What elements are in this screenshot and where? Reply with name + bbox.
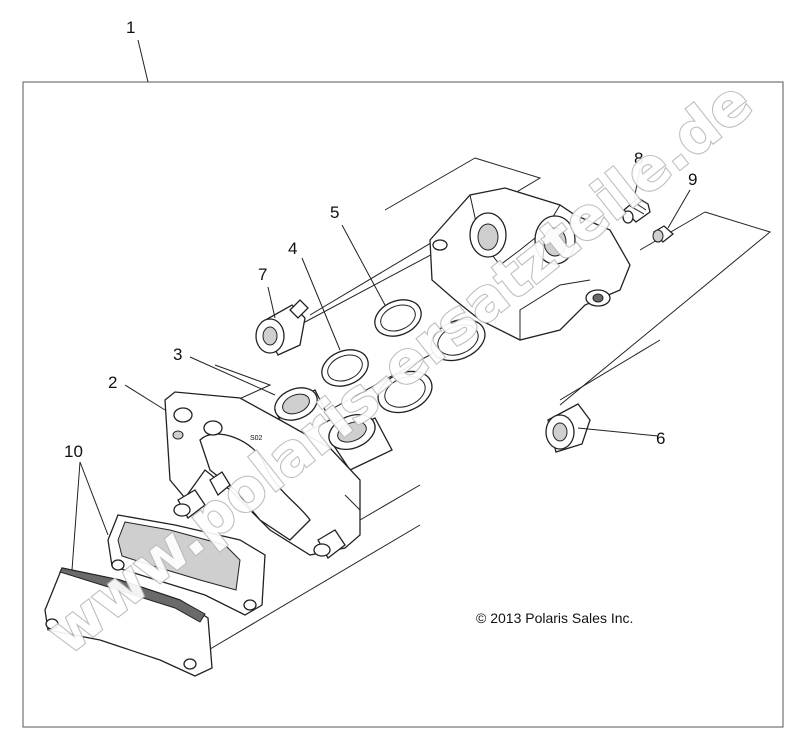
seals-5 (374, 299, 486, 362)
callout-leaders (71, 167, 691, 571)
copyright-text: © 2013 Polaris Sales Inc. (476, 610, 633, 626)
fitting-6 (545, 403, 591, 453)
plug (652, 225, 675, 243)
leader-1 (137, 39, 149, 83)
callout-7: 7 (258, 265, 267, 284)
callout-2: 2 (108, 373, 117, 392)
callout-6: 6 (656, 429, 665, 448)
callout-3: 3 (173, 345, 182, 364)
callout-5: 5 (330, 203, 339, 222)
bleeder-screw (622, 197, 651, 224)
seals-4 (321, 349, 433, 414)
centerline-leaders (199, 249, 661, 656)
callout-9: 9 (688, 170, 697, 189)
fitting-7 (255, 299, 309, 356)
assembly-bracket-lines (214, 157, 772, 411)
watermark: www.polaris-ersatzteile.de (35, 67, 765, 667)
callout-1: 1 (126, 18, 135, 37)
pistons (274, 387, 393, 471)
caliper-housing (429, 187, 631, 341)
brake-pads (44, 514, 266, 677)
callout-8: 8 (634, 149, 643, 168)
diagram-frame (22, 81, 784, 728)
callout-10: 10 (64, 442, 83, 461)
callout-4: 4 (288, 239, 297, 258)
caliper-marking: S02 (250, 435, 263, 442)
caliper-bracket: S02 (164, 391, 361, 559)
